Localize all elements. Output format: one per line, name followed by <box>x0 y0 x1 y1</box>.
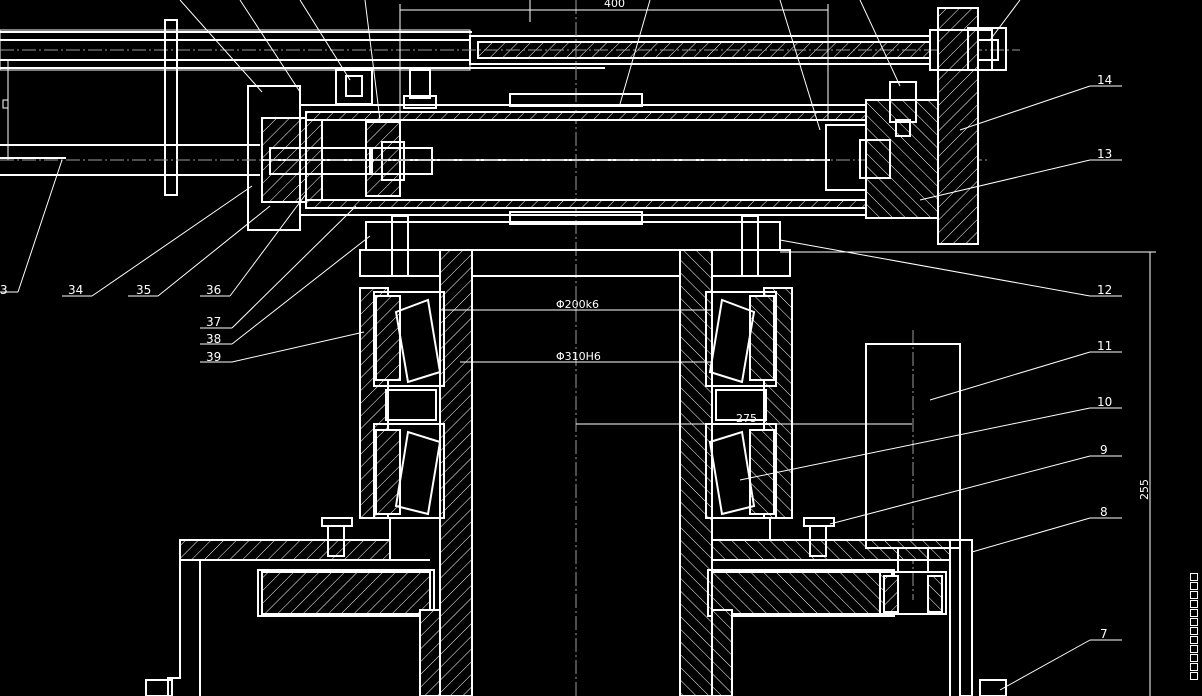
strip-cell <box>1190 582 1198 590</box>
dim-right-height: 255 <box>1138 479 1151 500</box>
top-flange <box>359 215 791 277</box>
dimension-lines <box>399 0 1156 696</box>
leader-lines-right <box>739 85 1122 691</box>
part-label-11: 11 <box>1097 339 1112 353</box>
part-label-13: 13 <box>1097 147 1112 161</box>
part-label-37: 37 <box>206 315 221 329</box>
part-label-35: 35 <box>136 283 151 297</box>
strip-cell <box>1190 645 1198 653</box>
part-label-8: 8 <box>1100 505 1108 519</box>
strip-cell <box>1190 609 1198 617</box>
leader-lines-left <box>0 159 371 363</box>
motor <box>865 343 961 615</box>
strip-cell <box>1190 663 1198 671</box>
dim-mid-width: 275 <box>736 412 757 425</box>
dim-top-width: 400 <box>604 0 625 10</box>
left-bearing-housing <box>359 287 445 519</box>
strip-cell <box>1190 618 1198 626</box>
strip-cell <box>1190 591 1198 599</box>
dim-inner-bore-1: Φ200k6 <box>556 298 599 311</box>
right-bearing-housing <box>705 287 793 519</box>
strip-cell <box>1190 672 1198 680</box>
strip-cell <box>1190 636 1198 644</box>
part-label-14: 14 <box>1097 73 1112 87</box>
part-label-38: 38 <box>206 332 221 346</box>
part-label-12: 12 <box>1097 283 1112 297</box>
strip-cell <box>1190 654 1198 662</box>
scroll-strip <box>1188 572 1202 696</box>
right-clevis-plate <box>929 7 1007 245</box>
strip-cell <box>1190 573 1198 581</box>
strip-cell <box>1190 627 1198 635</box>
cylinder-fittings <box>335 69 917 137</box>
top-guide-rod <box>0 29 1020 71</box>
part-label-33: 3 <box>0 283 8 297</box>
part-label-7: 7 <box>1100 627 1108 641</box>
part-label-9: 9 <box>1100 443 1108 457</box>
part-label-34: 34 <box>68 283 83 297</box>
dim-inner-bore-2: Φ310H6 <box>556 350 601 363</box>
cylinder-body <box>0 85 990 231</box>
base-housing <box>145 517 1007 696</box>
part-label-10: 10 <box>1097 395 1112 409</box>
part-label-39: 39 <box>206 350 221 364</box>
part-label-36: 36 <box>206 283 221 297</box>
leader-lines-top <box>179 0 1021 131</box>
left-shaft <box>0 19 260 196</box>
strip-cell <box>1190 600 1198 608</box>
